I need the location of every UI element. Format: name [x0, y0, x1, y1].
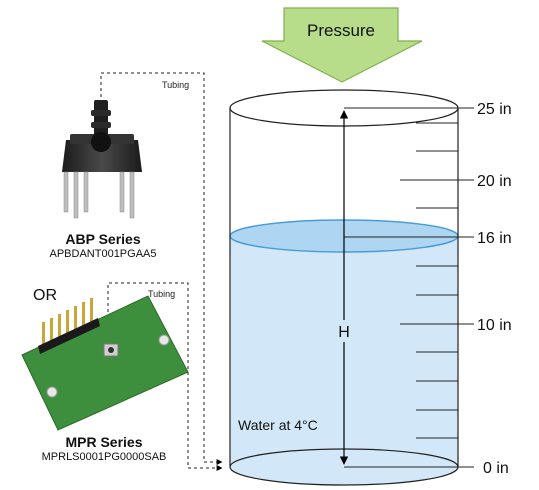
pressure-arrow-shape [261, 7, 423, 83]
abp-port-stem [94, 100, 108, 138]
pressure-label: Pressure [307, 21, 375, 40]
pin [58, 314, 61, 344]
scale-ticks [416, 122, 458, 439]
abp-pins [63, 171, 135, 219]
height-label-bg [334, 320, 354, 342]
abp-tubing-line [100, 72, 223, 465]
tubing-lines [100, 72, 223, 471]
mpr-pcb [21, 295, 189, 431]
height-label: H [338, 324, 350, 341]
water-label: Water at 4°C [238, 417, 318, 433]
mpr-sensor-port [108, 347, 114, 353]
pin [42, 322, 45, 352]
or-label: OR [33, 287, 57, 304]
pin [83, 171, 89, 213]
level-label-0: 0 in [483, 460, 509, 477]
abp-port-barb [91, 110, 111, 116]
pin [63, 171, 69, 213]
pin [119, 171, 125, 213]
level-label-16: 16 in [477, 230, 512, 247]
height-indicator: H [334, 110, 354, 465]
level-label-20: 20 in [477, 173, 512, 190]
pin [66, 310, 69, 340]
level-markers [344, 107, 474, 468]
mpr-tubing-label: Tubing [148, 289, 175, 299]
mpr-header-pins [42, 298, 93, 352]
abp-tubing-label: Tubing [162, 80, 189, 90]
pin [90, 298, 93, 328]
mpr-series-name: MPR Series [65, 434, 142, 450]
mpr-mount-hole [158, 334, 170, 346]
mpr-board-image [21, 295, 189, 431]
mpr-part-number: MPRLS0001PG0000SAB [42, 451, 167, 463]
level-label-10: 10 in [477, 317, 512, 334]
abp-series-name: ABP Series [65, 231, 140, 247]
abp-part-number: APBDANT001PGAA5 [50, 248, 157, 260]
abp-port-barb [91, 122, 111, 128]
level-labels: 25 in 20 in 16 in 10 in 0 in [477, 101, 512, 477]
pin [73, 171, 79, 219]
abp-sensor-image [62, 100, 142, 219]
abp-port-base [91, 132, 111, 152]
pin [129, 171, 135, 219]
pin [74, 306, 77, 336]
pin [82, 302, 85, 332]
mpr-mount-hole [46, 386, 58, 398]
abp-body [62, 140, 142, 172]
pin [50, 318, 53, 348]
mpr-tubing-line [107, 282, 223, 471]
pressure-arrow: Pressure [261, 7, 423, 83]
level-label-25: 25 in [477, 101, 512, 118]
mpr-header-strip [38, 318, 100, 354]
